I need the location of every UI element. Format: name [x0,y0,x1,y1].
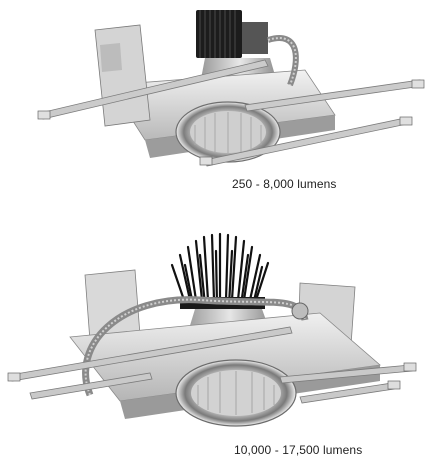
product-large: 10,000 - 17,500 lumens [0,225,438,457]
product-small: 250 - 8,000 lumens [0,0,438,200]
heatsink-fins-small [196,10,268,58]
recessed-downlight-small-image [37,10,425,167]
heatsink-fins-large [170,232,270,307]
lumen-range-caption: 10,000 - 17,500 lumens [234,443,363,457]
lumen-range-caption: 250 - 8,000 lumens [232,177,337,191]
recessed-downlight-large-image [7,232,417,427]
